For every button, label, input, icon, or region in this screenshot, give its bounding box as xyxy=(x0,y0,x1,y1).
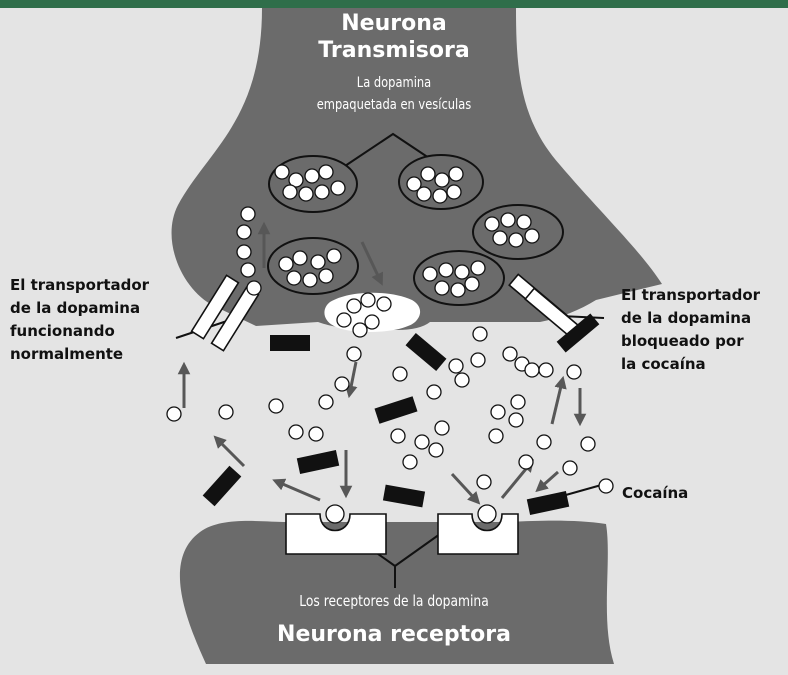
dopamine-molecule xyxy=(435,281,449,295)
dopamine-molecule xyxy=(403,455,417,469)
dopamine-molecule xyxy=(429,443,443,457)
dopamine-molecule xyxy=(525,363,539,377)
dopamine-molecule xyxy=(537,435,551,449)
blocked-transporter-label-line4: la cocaína xyxy=(621,353,706,376)
dopamine-molecule xyxy=(279,257,293,271)
dopamine-molecule xyxy=(319,269,333,283)
blocked-transporter-label-line3: bloqueado por xyxy=(621,330,744,353)
vesicles-caption-line1: La dopamina xyxy=(296,74,493,93)
cocaine-label: Cocaína xyxy=(622,482,688,505)
dopamine-molecule xyxy=(237,245,251,259)
transmitter-title-line2: Transmisora xyxy=(294,39,494,63)
dopamine-molecule xyxy=(465,277,479,291)
dopamine-molecule xyxy=(167,407,181,421)
dopamine-molecule xyxy=(241,207,255,221)
dopamine-molecule xyxy=(427,385,441,399)
dopamine-molecule xyxy=(433,189,447,203)
dopamine-molecule xyxy=(435,421,449,435)
dopamine-molecule xyxy=(415,435,429,449)
receptors-caption: Los receptores de la dopamina xyxy=(279,592,509,611)
dopamine-molecule xyxy=(581,437,595,451)
dopamine-molecule xyxy=(241,263,255,277)
dopamine-molecule xyxy=(449,167,463,181)
dopamine-molecule xyxy=(299,187,313,201)
dopamine-molecule xyxy=(455,265,469,279)
dopamine-molecule xyxy=(309,427,323,441)
dopamine-molecule xyxy=(289,425,303,439)
dopamine-molecule xyxy=(435,173,449,187)
vesicle xyxy=(473,205,563,259)
dopamine-molecule xyxy=(311,255,325,269)
dopamine-molecule xyxy=(471,261,485,275)
dopamine-molecule xyxy=(237,225,251,239)
dopamine-molecule xyxy=(391,429,405,443)
dopamine-molecule xyxy=(365,315,379,329)
dopamine-molecule xyxy=(563,461,577,475)
dopamine-molecule xyxy=(327,249,341,263)
dopamine-molecule xyxy=(539,363,553,377)
cocaine-molecule xyxy=(270,335,310,351)
dopamine-bound-right xyxy=(478,505,496,523)
normal-transporter-label-line3: funcionando xyxy=(10,320,115,343)
dopamine-molecule xyxy=(347,299,361,313)
dopamine-molecule xyxy=(219,405,233,419)
normal-transporter-label-line2: de la dopamina xyxy=(10,297,140,320)
dopamine-molecule xyxy=(315,185,329,199)
dopamine-molecule xyxy=(417,187,431,201)
dopamine-molecule xyxy=(509,413,523,427)
dopamine-molecule xyxy=(599,479,613,493)
dopamine-molecule xyxy=(287,271,301,285)
dopamine-molecule xyxy=(517,215,531,229)
dopamine-molecule xyxy=(293,251,307,265)
dopamine-molecule xyxy=(331,181,345,195)
dopamine-molecule xyxy=(247,281,261,295)
dopamine-molecule xyxy=(353,323,367,337)
dopamine-molecule xyxy=(477,475,491,489)
dopamine-molecule xyxy=(337,313,351,327)
dopamine-molecule xyxy=(423,267,437,281)
dopamine-molecule xyxy=(451,283,465,297)
dopamine-molecule xyxy=(275,165,289,179)
dopamine-molecule xyxy=(319,395,333,409)
transmitter-title-line1: Neurona xyxy=(294,12,494,36)
dopamine-molecule xyxy=(393,367,407,381)
top-bar xyxy=(0,0,788,8)
dopamine-molecule xyxy=(319,165,333,179)
dopamine-molecule xyxy=(283,185,297,199)
dopamine-molecule xyxy=(347,347,361,361)
dopamine-molecule xyxy=(455,373,469,387)
dopamine-molecule xyxy=(421,167,435,181)
dopamine-molecule xyxy=(525,229,539,243)
dopamine-molecule xyxy=(509,233,523,247)
dopamine-molecule xyxy=(493,231,507,245)
normal-transporter-label-line1: El transportador xyxy=(10,274,149,297)
dopamine-molecule xyxy=(503,347,517,361)
dopamine-molecule xyxy=(491,405,505,419)
dopamine-molecule xyxy=(519,455,533,469)
dopamine-molecule xyxy=(303,273,317,287)
dopamine-molecule xyxy=(501,213,515,227)
normal-transporter-label-line4: normalmente xyxy=(10,343,123,366)
dopamine-molecule xyxy=(305,169,319,183)
vesicles-caption-line2: empaquetada en vesículas xyxy=(296,96,493,115)
dopamine-molecule xyxy=(335,377,349,391)
dopamine-molecule xyxy=(439,263,453,277)
dopamine-molecule xyxy=(269,399,283,413)
dopamine-molecule xyxy=(489,429,503,443)
dopamine-bound-left xyxy=(326,505,344,523)
dopamine-molecule xyxy=(377,297,391,311)
dopamine-molecule xyxy=(471,353,485,367)
blocked-transporter-label-line2: de la dopamina xyxy=(621,307,751,330)
dopamine-molecule xyxy=(485,217,499,231)
dopamine-molecule xyxy=(449,359,463,373)
dopamine-molecule xyxy=(361,293,375,307)
blocked-transporter-label-line1: El transportador xyxy=(621,284,760,307)
dopamine-molecule xyxy=(447,185,461,199)
dopamine-molecule xyxy=(567,365,581,379)
dopamine-molecule xyxy=(473,327,487,341)
receiver-title: Neurona receptora xyxy=(214,623,574,647)
dopamine-molecule xyxy=(511,395,525,409)
